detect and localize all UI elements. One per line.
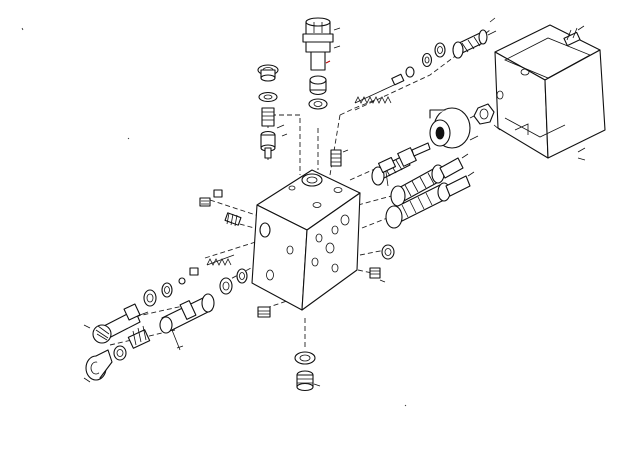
- spring: [354, 84, 395, 104]
- cartridge-valve-1: [371, 142, 431, 187]
- cover-box: [494, 24, 606, 161]
- bottom-plug: [294, 351, 321, 392]
- top-cartridge: [302, 17, 341, 110]
- left-spool-valve: [159, 293, 215, 351]
- left-screws: [199, 189, 242, 227]
- small-spring: [330, 149, 349, 167]
- cartridge-valve-3: [385, 171, 475, 229]
- left-top-stack: [257, 64, 288, 159]
- stray-marks: [21, 27, 407, 407]
- cartridge-valve-2: [390, 153, 469, 207]
- right-small-parts: [369, 156, 397, 283]
- bottom-screw: [257, 306, 271, 318]
- left-spring-balls: [143, 254, 248, 307]
- bottom-left-fittings: [83, 325, 151, 383]
- top-right-cartridge: [391, 17, 497, 86]
- hex-nut: [473, 103, 501, 131]
- set-screw: [563, 25, 585, 47]
- manifold-block: [251, 169, 361, 311]
- left-needle-valve: [83, 303, 149, 344]
- solenoid-coil: [429, 107, 479, 149]
